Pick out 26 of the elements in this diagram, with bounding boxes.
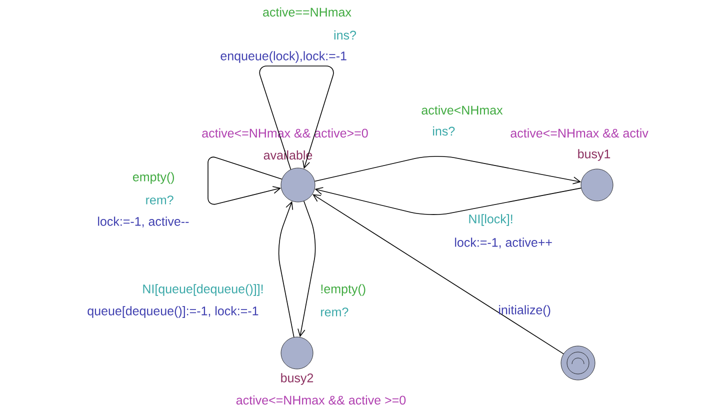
transition-label: enqueue(lock),lock:=-1 — [220, 51, 346, 63]
transition-label: lock:=-1, active-- — [98, 216, 189, 228]
transition-label: initialize() — [499, 305, 550, 317]
invariant-label: active<=NHmax && activ — [510, 128, 648, 138]
transition-label: !empty() — [321, 284, 366, 296]
transition-arrow — [298, 200, 316, 338]
transition-arrow — [314, 156, 582, 184]
transition-label: active==NHmax — [263, 7, 352, 17]
transition-label: NI[lock]! — [469, 214, 512, 226]
transition-arrow — [312, 194, 564, 354]
transition-arrow — [278, 201, 294, 338]
transition-label: rem? — [146, 196, 174, 204]
transition-label: ins? — [334, 30, 356, 40]
transition-arrow — [314, 187, 582, 215]
transition-arrow — [208, 156, 282, 205]
state-name: busy1 — [578, 149, 610, 161]
transition-label: active<NHmax — [422, 105, 503, 115]
transition-label: ins? — [433, 126, 455, 136]
transition-label: queue[dequeue()]:=-1, lock:=-1 — [88, 306, 258, 318]
state-name: busy2 — [281, 373, 314, 385]
transition-label: empty() — [132, 172, 174, 184]
invariant-label: active<=NHmax && active >=0 — [236, 395, 406, 405]
transition-label: rem? — [321, 308, 348, 316]
transition-label: lock:=-1, active++ — [455, 238, 552, 248]
transition-arrow — [259, 66, 334, 170]
transition-label: NI[queue[dequeue()]]! — [143, 284, 263, 296]
